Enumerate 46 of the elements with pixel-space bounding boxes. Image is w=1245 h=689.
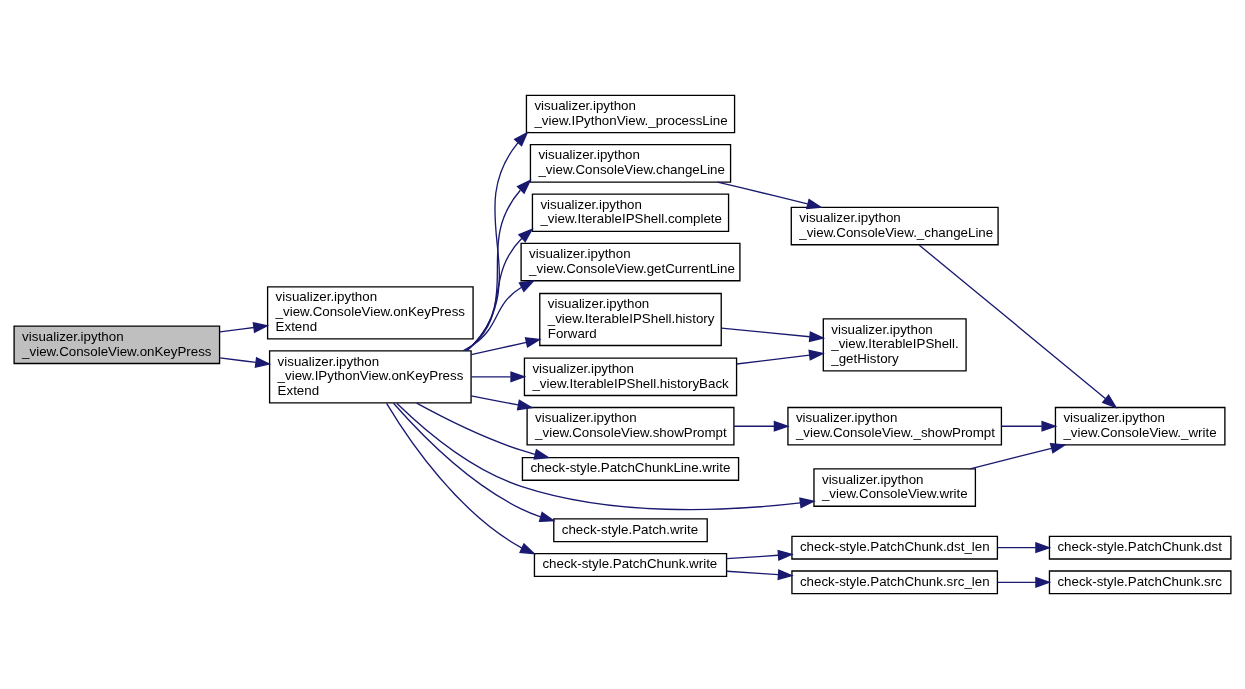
node-box: check-style.PatchChunk.dst_len <box>791 535 999 560</box>
node-box: visualizer.ipython _view.IterableIPShell.history Forward <box>539 292 722 347</box>
node-box: check-style.PatchChunk.src <box>1048 570 1232 595</box>
arrow <box>918 244 1118 409</box>
arrow <box>716 181 823 210</box>
arrow <box>725 569 794 581</box>
arrow <box>219 322 270 334</box>
arrow <box>470 395 534 411</box>
node-box: visualizer.ipython _view.IPythonView.onKeyPress Extend <box>268 350 472 404</box>
node-box: check-style.Patch.write <box>553 518 708 543</box>
arrow <box>470 371 527 383</box>
arrow <box>720 327 826 343</box>
arrow <box>1000 420 1058 432</box>
arrow <box>470 337 542 356</box>
arrow <box>465 178 532 352</box>
node-box: visualizer.ipython _view.IterableIPShell.historyBack <box>523 357 738 397</box>
arrow <box>969 442 1067 470</box>
arrow <box>219 356 272 368</box>
arrow <box>396 402 816 511</box>
node-box: visualizer.ipython _view.ConsoleView._showPrompt <box>787 406 1003 446</box>
node-box: visualizer.ipython _view.IterableIPShell.complete <box>531 193 730 233</box>
node-box: visualizer.ipython _view.ConsoleView.showPrompt <box>526 406 735 446</box>
node-box: visualizer.ipython _view.ConsoleView._write <box>1054 406 1226 446</box>
node-box: visualizer.ipython _view.ConsoleView.onKeyPress Extend <box>266 286 474 340</box>
node-box: visualizer.ipython _view.IPythonView._processLine <box>525 94 736 134</box>
node-box: check-style.PatchChunkLine.write <box>521 456 740 481</box>
node-box: visualizer.ipython _view.ConsoleView.changeLine <box>529 144 732 183</box>
node-box: visualizer.ipython _view.ConsoleView.getCurrentLine <box>520 242 741 282</box>
arrow <box>996 576 1052 588</box>
arrow <box>462 279 536 352</box>
arrow <box>725 549 794 561</box>
node-box: visualizer.ipython _view.ConsoleView.onKeyPress <box>13 325 221 365</box>
node-box: check-style.PatchChunk.dst <box>1048 535 1232 560</box>
arrow <box>392 402 556 523</box>
arrow <box>466 131 529 352</box>
node-box: visualizer.ipython _view.ConsoleView._changeLine <box>790 206 999 246</box>
arrow <box>465 227 534 352</box>
arrow <box>416 402 551 460</box>
arrow <box>385 402 536 555</box>
arrow <box>733 420 790 432</box>
node-box: visualizer.ipython _view.ConsoleView.write <box>813 468 977 507</box>
node-box: check-style.PatchChunk.write <box>533 552 728 577</box>
node-box: check-style.PatchChunk.src_len <box>791 570 999 595</box>
arrow <box>736 349 825 365</box>
node-box: visualizer.ipython _view.IterableIPShell. _getHistory <box>822 318 967 372</box>
arrow <box>996 542 1052 554</box>
